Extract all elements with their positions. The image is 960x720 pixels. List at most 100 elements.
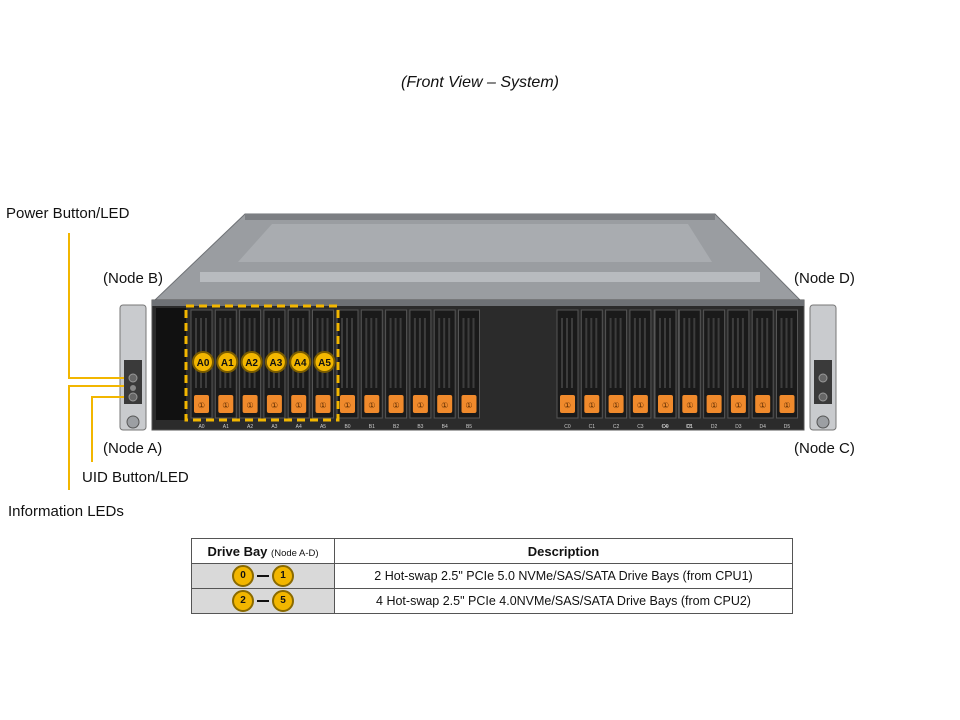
- bay-tag-label: C0: [564, 424, 571, 430]
- drive-vent-line: [683, 318, 686, 388]
- drive-vent-line: [351, 318, 353, 388]
- drive-vent-line: [761, 318, 764, 388]
- bay-tag-label: D4: [759, 424, 766, 430]
- drive-release-icon: ①: [588, 401, 595, 410]
- bay-end-badge: 1: [272, 565, 294, 587]
- drive-vent-line: [267, 318, 270, 388]
- drive-tray-latch[interactable]: [364, 395, 380, 413]
- node-a-highlight: [184, 304, 340, 422]
- drive-vent-line: [766, 318, 769, 388]
- drive-tray-latch[interactable]: [730, 395, 746, 413]
- bay-tag-label: A3: [271, 424, 277, 430]
- bay-tag-label: A1: [223, 424, 229, 430]
- drive-vent-line: [756, 318, 759, 388]
- drive-vent-line: [619, 318, 622, 388]
- drive-release-icon: ①: [441, 401, 448, 410]
- drive-vent-line: [785, 318, 788, 388]
- bay-tag-label: B4: [442, 424, 448, 430]
- drive-vent-line: [243, 318, 246, 388]
- vent-grid-left: [156, 308, 186, 420]
- bay-tag-label: C1: [589, 424, 596, 430]
- drive-tray-latch[interactable]: [218, 395, 234, 413]
- drive-tray-latch[interactable]: [608, 395, 624, 413]
- drive-tray-latch[interactable]: [315, 395, 331, 413]
- drive-vent-line: [346, 318, 348, 388]
- bay-marker-label: A3: [270, 358, 283, 369]
- top-vent-strip: [200, 272, 760, 282]
- drive-tray-latch[interactable]: [755, 395, 771, 413]
- bay-start-badge: 0: [232, 565, 254, 587]
- drive-vent-line: [736, 318, 739, 388]
- drive-vent-line: [664, 318, 666, 388]
- bay-tag-label: D5: [784, 424, 791, 430]
- drive-release-icon: ①: [198, 401, 205, 410]
- drive-tray-latch[interactable]: [291, 395, 307, 413]
- drive-tray-latch[interactable]: [340, 395, 355, 413]
- power-callout-line: [68, 233, 124, 379]
- information-led-icon: [130, 385, 136, 391]
- drive-tray-latch[interactable]: [682, 395, 698, 413]
- bay-marker-badge: [192, 351, 214, 373]
- drive-tray-latch[interactable]: [412, 395, 428, 413]
- bay-tag-label: B3: [417, 424, 423, 430]
- drive-vent-line: [643, 318, 646, 388]
- uid-button-icon[interactable]: [128, 392, 138, 402]
- bay-tag-label: D3: [735, 424, 742, 430]
- table-header-row: Drive Bay (Node A-D) Description: [191, 538, 793, 564]
- power-button-icon[interactable]: [128, 373, 138, 383]
- header-bay-text: Drive Bay: [207, 543, 268, 559]
- bay-marker-label: A5: [318, 358, 331, 369]
- drive-tray-latch[interactable]: [779, 395, 795, 413]
- drive-vent-line: [688, 318, 691, 388]
- top-cover-panel: [238, 224, 712, 262]
- right-uid-button-icon[interactable]: [818, 392, 828, 402]
- drive-vent-line: [195, 318, 197, 388]
- bay-tag-label: B0: [344, 424, 350, 430]
- drive-vent-line: [375, 318, 378, 388]
- drive-tray-latch[interactable]: [560, 395, 575, 413]
- drive-tray-latch[interactable]: [461, 395, 477, 413]
- uid-button-label: UID Button/LED: [82, 469, 189, 486]
- range-dash: [257, 600, 269, 602]
- drive-vent-line: [365, 318, 368, 388]
- drive-vent-line: [638, 318, 641, 388]
- drive-vent-line: [443, 318, 446, 388]
- drive-vent-line: [707, 318, 710, 388]
- drive-vent-line: [590, 318, 593, 388]
- drive-tray-latch[interactable]: [584, 395, 600, 413]
- drive-vent-line: [595, 318, 598, 388]
- drive-tray-latch[interactable]: [632, 395, 648, 413]
- drive-tray-latch[interactable]: [437, 395, 453, 413]
- drive-vent-line: [472, 318, 475, 388]
- drive-release-icon: ①: [735, 401, 742, 410]
- drive-release-icon: ①: [344, 401, 351, 410]
- drive-tray-latch[interactable]: [242, 395, 258, 413]
- drive-tray-latch[interactable]: [658, 395, 673, 413]
- node-d-label: (Node D): [794, 270, 855, 287]
- bay-marker-label: A4: [294, 358, 307, 369]
- drive-tray-latch[interactable]: [194, 395, 209, 413]
- bay-start-badge: 2: [232, 590, 254, 612]
- chassis-front-lip: [152, 300, 804, 306]
- right-power-button-icon[interactable]: [818, 373, 828, 383]
- drive-vent-line: [633, 318, 636, 388]
- drive-release-icon: ①: [783, 401, 790, 410]
- drive-tray-latch[interactable]: [706, 395, 722, 413]
- node-c-label: (Node C): [794, 440, 855, 457]
- uid-callout-line: [91, 396, 124, 462]
- drive-tray-latch[interactable]: [266, 395, 282, 413]
- drive-tray-latch[interactable]: [388, 395, 404, 413]
- node-b-label: (Node B): [103, 270, 164, 287]
- bay-end-badge: 5: [272, 590, 294, 612]
- drive-vent-line: [609, 318, 612, 388]
- top-cover-edge: [245, 214, 715, 220]
- left-thumbscrew[interactable]: [126, 415, 140, 429]
- bay-tag-label: A5: [320, 424, 326, 430]
- drive-release-icon: ①: [247, 401, 254, 410]
- bay-marker-label: A1: [221, 358, 234, 369]
- right-thumbscrew[interactable]: [816, 415, 830, 429]
